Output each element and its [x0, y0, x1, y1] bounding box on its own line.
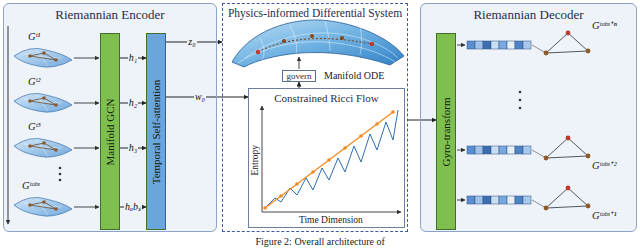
graph-label: Gᵗᵒᵇˢ [22, 180, 39, 192]
axis-label: Entropy [250, 145, 260, 176]
attention-block: Temporal Self-attention [146, 33, 166, 230]
edge-label: hₒbₛ [124, 202, 142, 213]
system-panel: Physics-informed Differential SystemCons… [222, 3, 408, 232]
node-text: govern [283, 71, 315, 81]
edge-label: h₁ [128, 53, 138, 64]
edge-label: w₀ [194, 92, 206, 103]
node-text: Gyro-transform [440, 97, 452, 166]
node-text: Riemannian Encoder [55, 7, 164, 23]
ricci-flow-box: Constrained Ricci Flow [248, 88, 405, 228]
axis-label: Time Dimension [299, 215, 363, 225]
edge-label: z₀ [187, 37, 196, 48]
arrow [166, 97, 248, 98]
node-text: Temporal Self-attention [150, 79, 162, 184]
ode-label: Manifold ODE [324, 70, 384, 81]
graph-label: Gᵗᵒᵇˢ⁺² [592, 160, 617, 172]
figure-caption: Figure 2: Overall architecture of [256, 236, 385, 247]
graph-label: Gᵗᵒᵇˢ⁺¹ [592, 210, 617, 222]
edge-label: h₂ [128, 98, 138, 109]
arrow [408, 120, 436, 121]
node-text: Manifold GCN [104, 98, 116, 165]
graph-label: Gᵗᵒᵇˢ⁺ⁿ [592, 20, 617, 32]
graph-label: Gᵗ² [28, 76, 41, 88]
govern-box: govern [282, 70, 316, 82]
graph-label: Gᵗ¹ [28, 31, 41, 43]
graph-label: Gᵗ³ [28, 121, 41, 133]
edge-label: h₃ [128, 143, 138, 154]
gcn-block: Manifold GCN [100, 33, 120, 230]
node-text: Riemannian Decoder [473, 7, 583, 23]
node-text: Physics-informed Differential System [228, 7, 402, 19]
gyro-block: Gyro-transform [436, 33, 456, 230]
node-text: Constrained Ricci Flow [274, 92, 379, 104]
decoder-panel: Riemannian DecoderGyro-transform [420, 3, 637, 232]
